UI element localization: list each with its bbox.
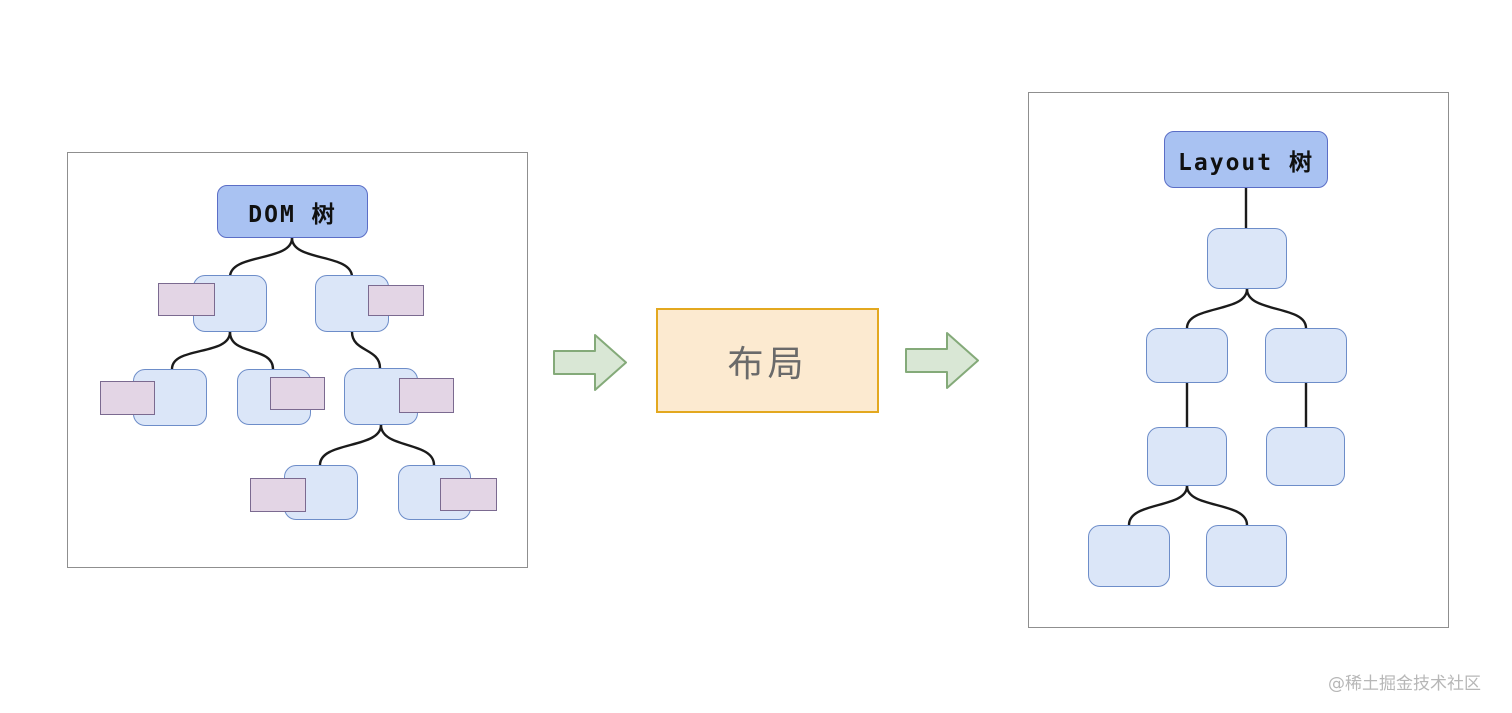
- pink-tag-l2-right: [368, 285, 424, 316]
- pink-tag-l2-left: [158, 283, 215, 316]
- dom-tree-root-label: DOM 树: [248, 201, 337, 228]
- pink-tag-l3-mid: [270, 377, 325, 410]
- layout-node-r1: [1207, 228, 1287, 289]
- pink-tag-l4-left: [250, 478, 306, 512]
- layout-node-r3-right: [1266, 427, 1345, 486]
- layout-tree-panel: [1028, 92, 1449, 628]
- watermark: @稀土掘金技术社区: [1328, 674, 1481, 694]
- layout-node-r2-right: [1265, 328, 1347, 383]
- arrow-right-icon: [553, 334, 627, 391]
- layout-node-r2-left: [1146, 328, 1228, 383]
- layout-node-r4-right: [1206, 525, 1287, 587]
- dom-tree-root-node: DOM 树: [217, 185, 368, 238]
- layout-node-r3-left: [1147, 427, 1227, 486]
- layout-tree-root-label: Layout 树: [1178, 149, 1314, 176]
- arrow-right-icon: [905, 332, 979, 389]
- layout-tree-root-node: Layout 树: [1164, 131, 1328, 188]
- layout-process-label: 布局: [727, 343, 808, 385]
- pink-tag-l3-left: [100, 381, 155, 415]
- pink-tag-l4-right: [440, 478, 497, 511]
- dom-tree-panel: [67, 152, 528, 568]
- layout-node-r4-left: [1088, 525, 1170, 587]
- pink-tag-l3-right: [399, 378, 454, 413]
- layout-process-box: 布局: [656, 308, 879, 413]
